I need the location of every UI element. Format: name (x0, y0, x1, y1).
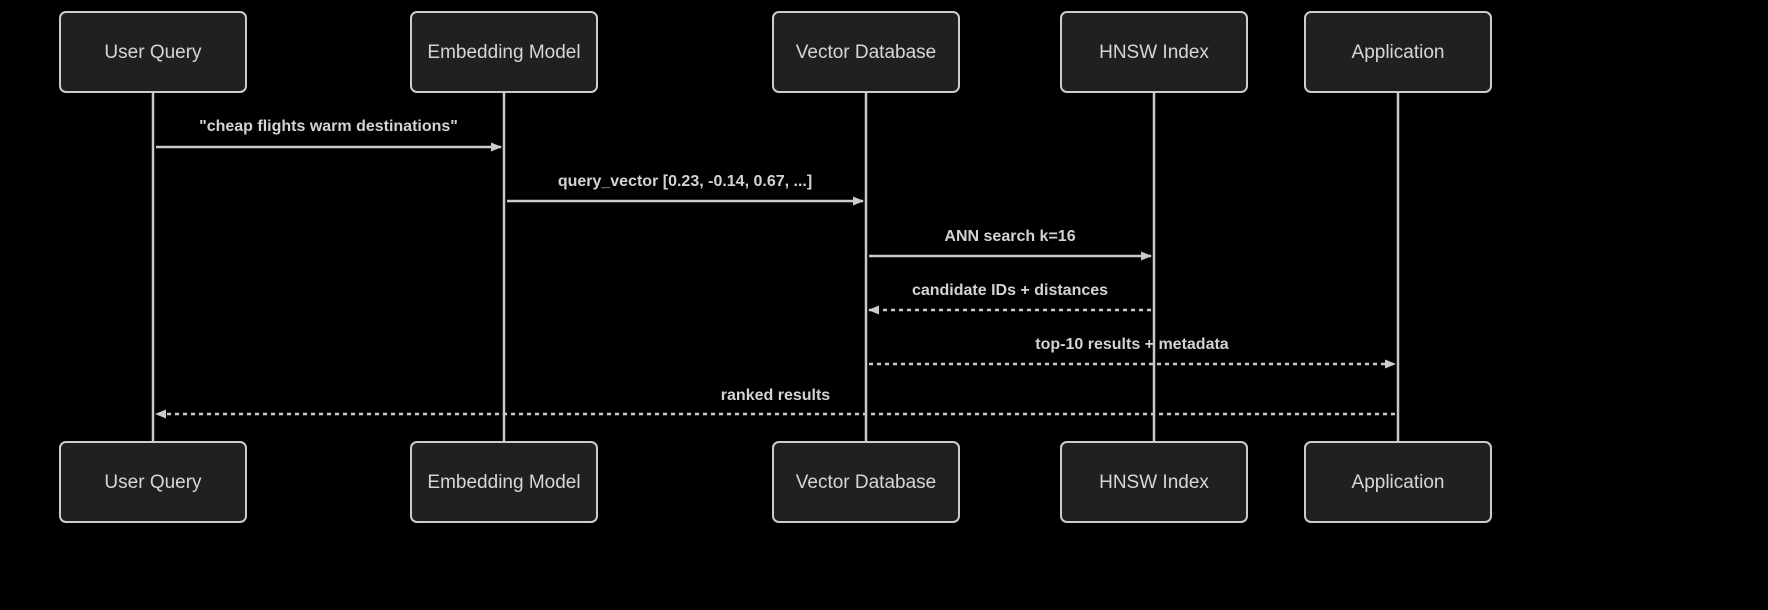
message-label-msg-candidates: candidate IDs + distances (912, 282, 1108, 299)
participant-box-embedding_model-bottom[interactable] (410, 441, 598, 523)
participant-box-vector_database-bottom[interactable] (772, 441, 960, 523)
message-label-msg-ranked: ranked results (721, 387, 830, 404)
participant-label-application-top: Application (1352, 42, 1445, 63)
participant-box-hnsw_index-top[interactable] (1060, 11, 1248, 93)
participant-label-user_query-bottom: User Query (104, 472, 202, 493)
participant-label-user_query-top: User Query (104, 42, 202, 63)
participant-box-hnsw_index-bottom[interactable] (1060, 441, 1248, 523)
participant-label-embedding_model-top: Embedding Model (427, 42, 580, 63)
participant-label-hnsw_index-bottom: HNSW Index (1099, 472, 1209, 493)
top-participants-group: User Query Embedding Model Vector Database… (59, 11, 1492, 93)
participant-box-vector_database-top[interactable] (772, 11, 960, 93)
messages-group: "cheap flights warm destinations" query_v… (155, 118, 1396, 419)
participant-label-application-bottom: Application (1352, 472, 1445, 493)
message-label-msg-ann-search: ANN search k=16 (944, 228, 1075, 245)
participant-label-vector_database-bottom: Vector Database (796, 472, 936, 493)
lifelines-group (151, 92, 1400, 442)
participant-label-embedding_model-bottom: Embedding Model (427, 472, 580, 493)
message-label-msg-query-vector: query_vector [0.23, -0.14, 0.67, ...] (558, 173, 812, 190)
participant-label-hnsw_index-top: HNSW Index (1099, 42, 1209, 63)
message-label-msg-top10: top-10 results + metadata (1035, 336, 1229, 353)
participant-box-user_query-top[interactable] (59, 11, 247, 93)
participant-label-vector_database-top: Vector Database (796, 42, 936, 63)
participant-box-user_query-bottom[interactable] (59, 441, 247, 523)
bottom-participants-group: User Query Embedding Model Vector Database… (59, 441, 1492, 523)
participant-box-application-bottom[interactable] (1304, 441, 1492, 523)
message-label-msg-query-text: "cheap flights warm destinations" (199, 118, 458, 135)
participant-box-embedding_model-top[interactable] (410, 11, 598, 93)
participant-box-application-top[interactable] (1304, 11, 1492, 93)
